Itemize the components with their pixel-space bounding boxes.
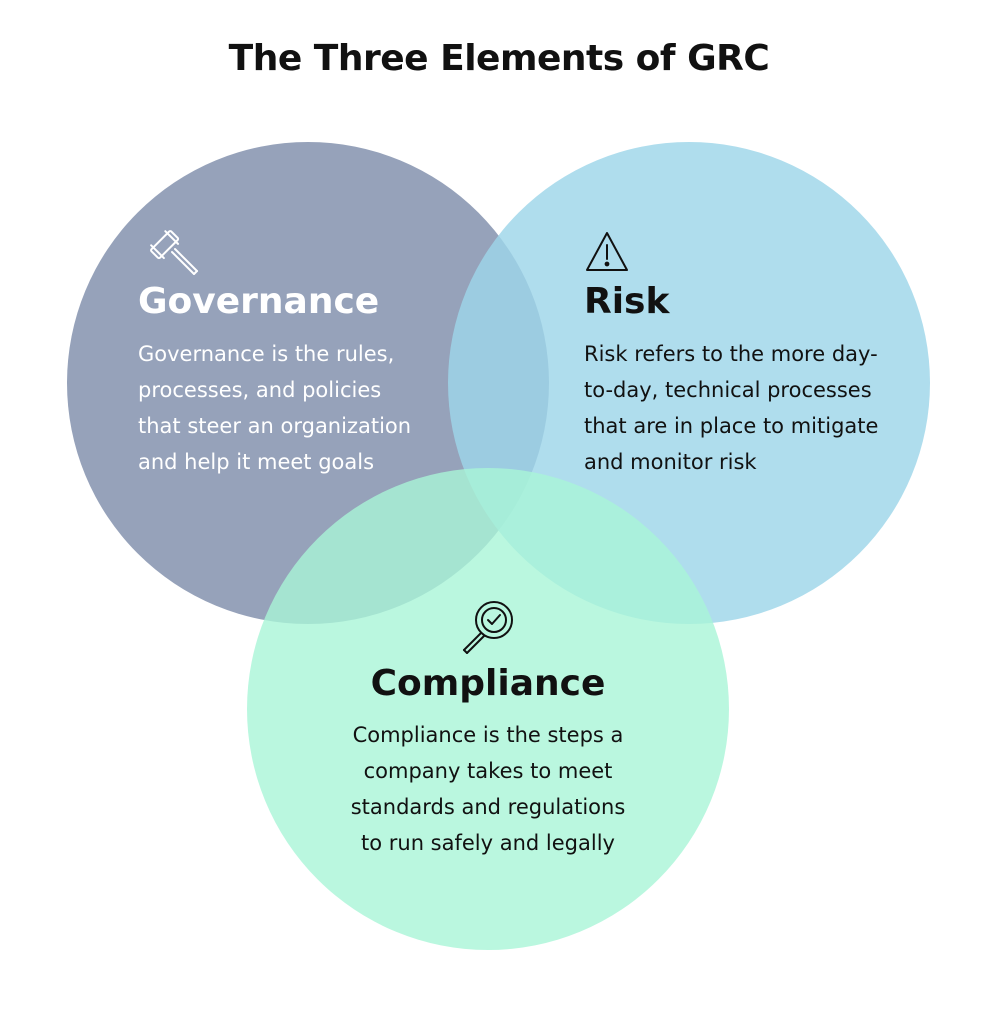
risk-line: that are in place to mitigate xyxy=(584,414,879,438)
gavel-icon xyxy=(146,226,202,282)
governance-heading: Governance xyxy=(138,281,380,322)
risk-line: Risk refers to the more day- xyxy=(584,342,878,366)
governance-line: and help it meet goals xyxy=(138,450,375,474)
risk-heading: Risk xyxy=(584,281,670,322)
governance-line: that steer an organization xyxy=(138,414,412,438)
compliance-description: Compliance is the steps a company takes … xyxy=(288,717,688,861)
compliance-heading: Compliance xyxy=(370,663,606,704)
compliance-line: standards and regulations xyxy=(350,795,626,819)
compliance-line: to run safely and legally xyxy=(361,831,615,855)
page-title: The Three Elements of GRC xyxy=(228,38,770,79)
magnifier-check-icon xyxy=(456,596,518,658)
compliance-line: Compliance is the steps a xyxy=(352,723,624,747)
governance-line: processes, and policies xyxy=(138,378,382,402)
governance-description: Governance is the rules, processes, and … xyxy=(138,336,411,480)
compliance-line: company takes to meet xyxy=(363,759,613,783)
warning-triangle-icon xyxy=(584,230,630,274)
compliance-circle xyxy=(247,468,729,950)
risk-line: and monitor risk xyxy=(584,450,757,474)
governance-line: Governance is the rules, xyxy=(138,342,395,366)
risk-line: to-day, technical processes xyxy=(584,378,872,402)
risk-description: Risk refers to the more day- to-day, tec… xyxy=(584,336,878,480)
